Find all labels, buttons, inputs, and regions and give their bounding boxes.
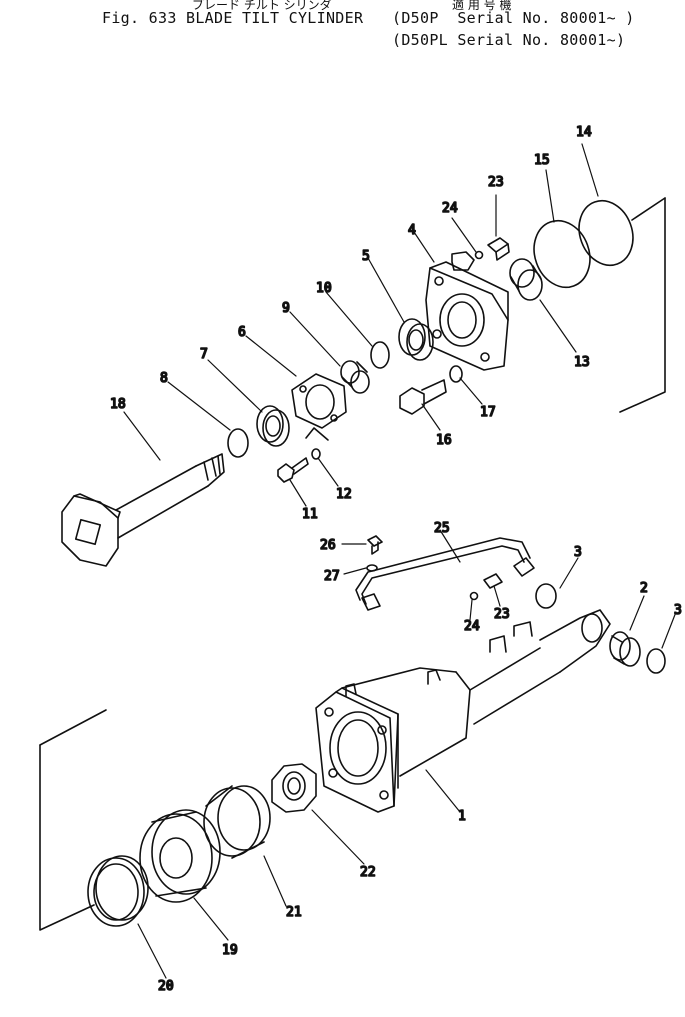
bushing-9 (340, 360, 370, 394)
seal-7 (256, 405, 290, 447)
callout-3-right: 3 (674, 603, 682, 618)
washer-17 (449, 365, 463, 383)
fitting-23 (487, 237, 510, 261)
fitting-23-lower (483, 573, 503, 589)
screw-26 (367, 535, 383, 555)
callout-27: 27 (324, 569, 340, 584)
callout-4: 4 (408, 223, 416, 238)
o-ring-14 (578, 199, 634, 267)
serial-range-d50p: (D50P Serial No. 80001~ ) (392, 9, 635, 27)
callout-20: 20 (158, 979, 174, 994)
callout-6: 6 (238, 325, 246, 340)
callout-3-upper: 3 (574, 545, 582, 560)
bracket-line (39, 709, 107, 746)
flange-6 (291, 373, 347, 429)
callout-2: 2 (640, 581, 648, 596)
callout-9: 9 (282, 301, 290, 316)
seal-3-upper (535, 583, 557, 609)
bracket-line (631, 197, 666, 221)
bolt-16 (399, 379, 447, 415)
bracket-line (39, 744, 95, 931)
callout-26: 26 (320, 538, 336, 553)
callout-13: 13 (574, 355, 590, 370)
leader-lines (123, 143, 677, 979)
bolt-11 (277, 457, 309, 483)
ring-20 (87, 855, 149, 927)
piston-19 (139, 809, 221, 903)
figure-number: Fig. 633 (102, 9, 177, 27)
bracket-line (619, 197, 666, 413)
pipe-25 (355, 537, 535, 611)
cylinder-tube-1 (315, 609, 611, 813)
callout-19: 19 (222, 943, 238, 958)
japanese-applicable-label: 適 用 号 機 (452, 0, 512, 12)
o-ring-24-lower (469, 591, 479, 601)
callout-1: 1 (458, 809, 466, 824)
callout-23-lower: 23 (494, 607, 510, 622)
callout-15: 15 (534, 153, 550, 168)
bushing-13 (509, 258, 543, 301)
callout-24-lower: 24 (464, 619, 480, 634)
callout-10: 10 (316, 281, 332, 296)
callout-16: 16 (436, 433, 452, 448)
nut-22 (271, 763, 317, 813)
callout-14: 14 (576, 125, 592, 140)
japanese-title: ブレード チルト シリンダ (192, 0, 332, 12)
piston-rod-18 (61, 453, 225, 567)
serial-range-d50pl: (D50PL Serial No. 80001~) (392, 31, 626, 49)
seal-3-right (646, 648, 666, 674)
callout-8: 8 (160, 371, 168, 386)
callout-23: 23 (488, 175, 504, 190)
o-ring-24 (474, 250, 484, 260)
callout-11: 11 (302, 507, 318, 522)
cylinder-head-4 (425, 251, 509, 371)
callout-12: 12 (336, 487, 352, 502)
ring-8 (227, 428, 249, 458)
callout-24: 24 (442, 201, 458, 216)
bracket-line (305, 427, 329, 441)
callout-17: 17 (480, 405, 496, 420)
washer-12 (311, 448, 321, 460)
sleeve-21 (203, 785, 271, 859)
callout-21: 21 (286, 905, 302, 920)
callout-25: 25 (434, 521, 450, 536)
o-ring-15 (533, 219, 591, 289)
callout-7: 7 (200, 347, 208, 362)
seal-5 (398, 318, 434, 361)
callout-18: 18 (110, 397, 126, 412)
callout-22: 22 (360, 865, 376, 880)
callout-5: 5 (362, 249, 370, 264)
figure-title: BLADE TILT CYLINDER (186, 9, 364, 27)
bushing-2 (609, 631, 641, 667)
ring-10 (370, 341, 390, 369)
